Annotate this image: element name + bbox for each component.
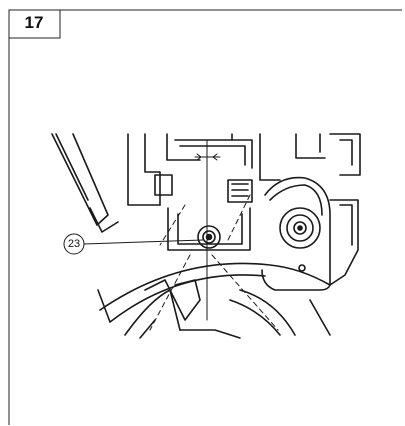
saw-mechanism-drawing: [51, 133, 361, 339]
callout-label-23: 23: [67, 238, 81, 250]
callout-leader-23: [63, 233, 204, 255]
figure-number: 17: [24, 13, 44, 32]
frame-border: [8, 9, 402, 425]
